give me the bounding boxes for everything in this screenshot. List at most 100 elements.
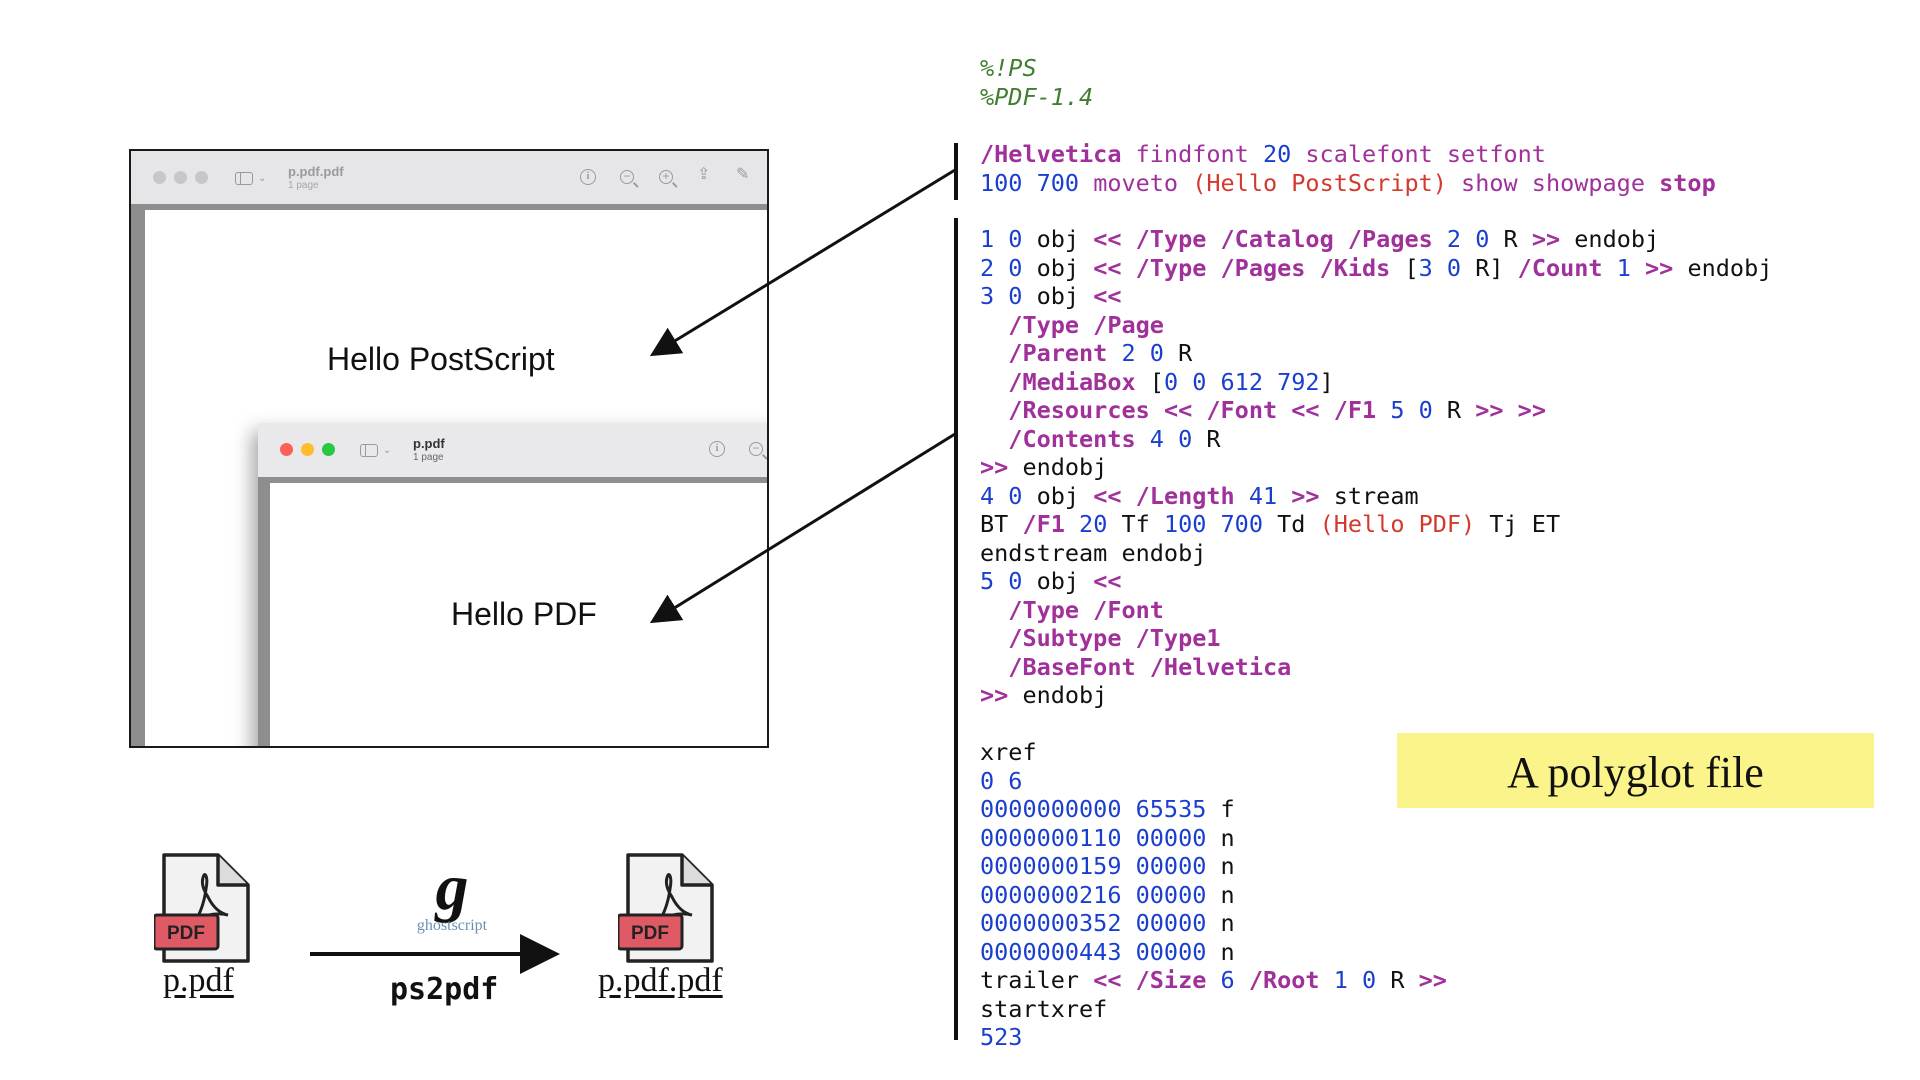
page-edge (258, 477, 767, 483)
chevron-down-icon[interactable]: ⌄ (258, 173, 267, 184)
token: 41 (1248, 481, 1278, 510)
token: findfont (1121, 140, 1263, 168)
token: 0000000352 00000 (980, 909, 1207, 937)
token: f (1206, 795, 1235, 823)
token: xref (980, 738, 1037, 766)
token: stream (1319, 481, 1419, 510)
token: R (1192, 424, 1221, 453)
token: show showpage (1446, 168, 1660, 197)
close-button[interactable] (153, 171, 166, 184)
code-line: %PDF-1.4 (980, 82, 1094, 111)
close-button[interactable] (280, 443, 293, 456)
token: >> (1418, 966, 1447, 994)
input-file-name: p.pdf (163, 962, 234, 999)
token: endobj (1008, 453, 1108, 481)
token: /Parent (980, 339, 1122, 367)
info-icon[interactable]: i (580, 169, 596, 185)
token: obj (1022, 282, 1094, 310)
token: 3 0 (1418, 253, 1462, 282)
token: 4 0 (980, 481, 1023, 510)
code-line: %!PS (980, 54, 1037, 82)
token: 4 0 (1149, 424, 1193, 453)
token: endobj (1008, 681, 1108, 709)
token: Tf (1107, 510, 1164, 538)
ghostscript-wordmark: ghostscript (416, 917, 488, 934)
token: /F1 (1319, 396, 1391, 424)
token: 1 0 (1333, 966, 1377, 994)
token: 0 0 612 792 (1163, 367, 1320, 396)
zoom-in-icon[interactable]: + (659, 170, 673, 184)
token: obj (1022, 253, 1094, 282)
token: 0000000159 00000 (980, 852, 1207, 880)
page-edge (131, 204, 767, 210)
window-subtitle: 1 page (413, 452, 444, 463)
token: >> (1277, 481, 1320, 510)
token: 100 700 (1163, 510, 1263, 538)
arrow-pdf (649, 432, 956, 624)
sidebar-toggle-icon[interactable] (360, 444, 378, 457)
token: << (1093, 481, 1122, 510)
token: 0 6 (980, 766, 1023, 795)
zoom-out-icon[interactable]: − (749, 442, 763, 456)
token: >> >> (1475, 396, 1546, 424)
token: /Font (1192, 396, 1292, 424)
token: startxref (980, 994, 1108, 1023)
token: R (1489, 225, 1532, 253)
token: /MediaBox (980, 367, 1150, 396)
token: n (1206, 909, 1235, 937)
token: [ (1149, 367, 1164, 396)
token: 0000000443 00000 (980, 937, 1207, 966)
page-text-hello-postscript: Hello PostScript (327, 341, 555, 377)
pdf-badge-label: PDF (631, 923, 669, 944)
token: R (1376, 966, 1419, 994)
pdf-file-icon: PDF (154, 853, 250, 963)
zoom-button[interactable] (195, 171, 208, 184)
token: 0000000110 00000 (980, 823, 1207, 852)
output-file-name: p.pdf.pdf (598, 962, 723, 999)
markup-icon[interactable]: ✎ (736, 166, 750, 183)
minimize-button[interactable] (301, 443, 314, 456)
token: R (1432, 396, 1476, 424)
token: (Hello PDF) (1319, 510, 1476, 538)
token: /Resources (980, 396, 1164, 424)
inner-window-controls (280, 443, 335, 456)
token: stop (1659, 168, 1716, 197)
ghostscript-glyph-icon: g (435, 851, 469, 924)
pdf-section-bar (954, 218, 958, 1040)
token: scalefont setfont (1291, 140, 1546, 168)
token: n (1206, 823, 1235, 852)
minimize-button[interactable] (174, 171, 187, 184)
info-icon[interactable]: i (709, 441, 725, 457)
code-pdf: 1 0 obj << /Type /Catalog /Pages 2 0 R >… (980, 225, 1772, 1052)
zoom-out-icon[interactable]: − (620, 170, 634, 184)
token: /Subtype /Type1 (980, 624, 1221, 652)
zoom-button[interactable] (322, 443, 335, 456)
token: >> (980, 681, 1009, 709)
token: 2 0 (980, 253, 1023, 282)
page-text-hello-pdf: Hello PDF (451, 596, 597, 632)
token: n (1206, 937, 1235, 966)
token: BT (980, 510, 1023, 538)
token: R] (1461, 253, 1518, 282)
token: 20 (1079, 510, 1108, 538)
page-gutter (258, 477, 270, 746)
code-postscript: /Helvetica findfont 20 scalefont setfont… (980, 140, 1716, 197)
window-title: p.pdf (413, 436, 445, 451)
share-icon[interactable]: ⇪ (697, 166, 711, 183)
tool-command: ps2pdf (390, 972, 499, 1007)
token: 6 (1220, 966, 1235, 994)
token: >> (1531, 225, 1561, 253)
sidebar-toggle-icon[interactable] (235, 172, 253, 185)
token: /Type /Catalog /Pages (1121, 225, 1447, 253)
token: << (1093, 567, 1122, 595)
token: Td (1262, 510, 1320, 538)
token: /Type /Page (980, 310, 1164, 339)
token: 20 (1262, 140, 1292, 168)
chevron-down-icon[interactable]: ⌄ (383, 445, 392, 456)
token: endstream endobj (980, 538, 1207, 567)
token: 0000000216 00000 (980, 880, 1207, 909)
token: trailer (980, 966, 1094, 994)
token: moveto (1079, 168, 1193, 197)
token: endobj (1560, 225, 1660, 253)
